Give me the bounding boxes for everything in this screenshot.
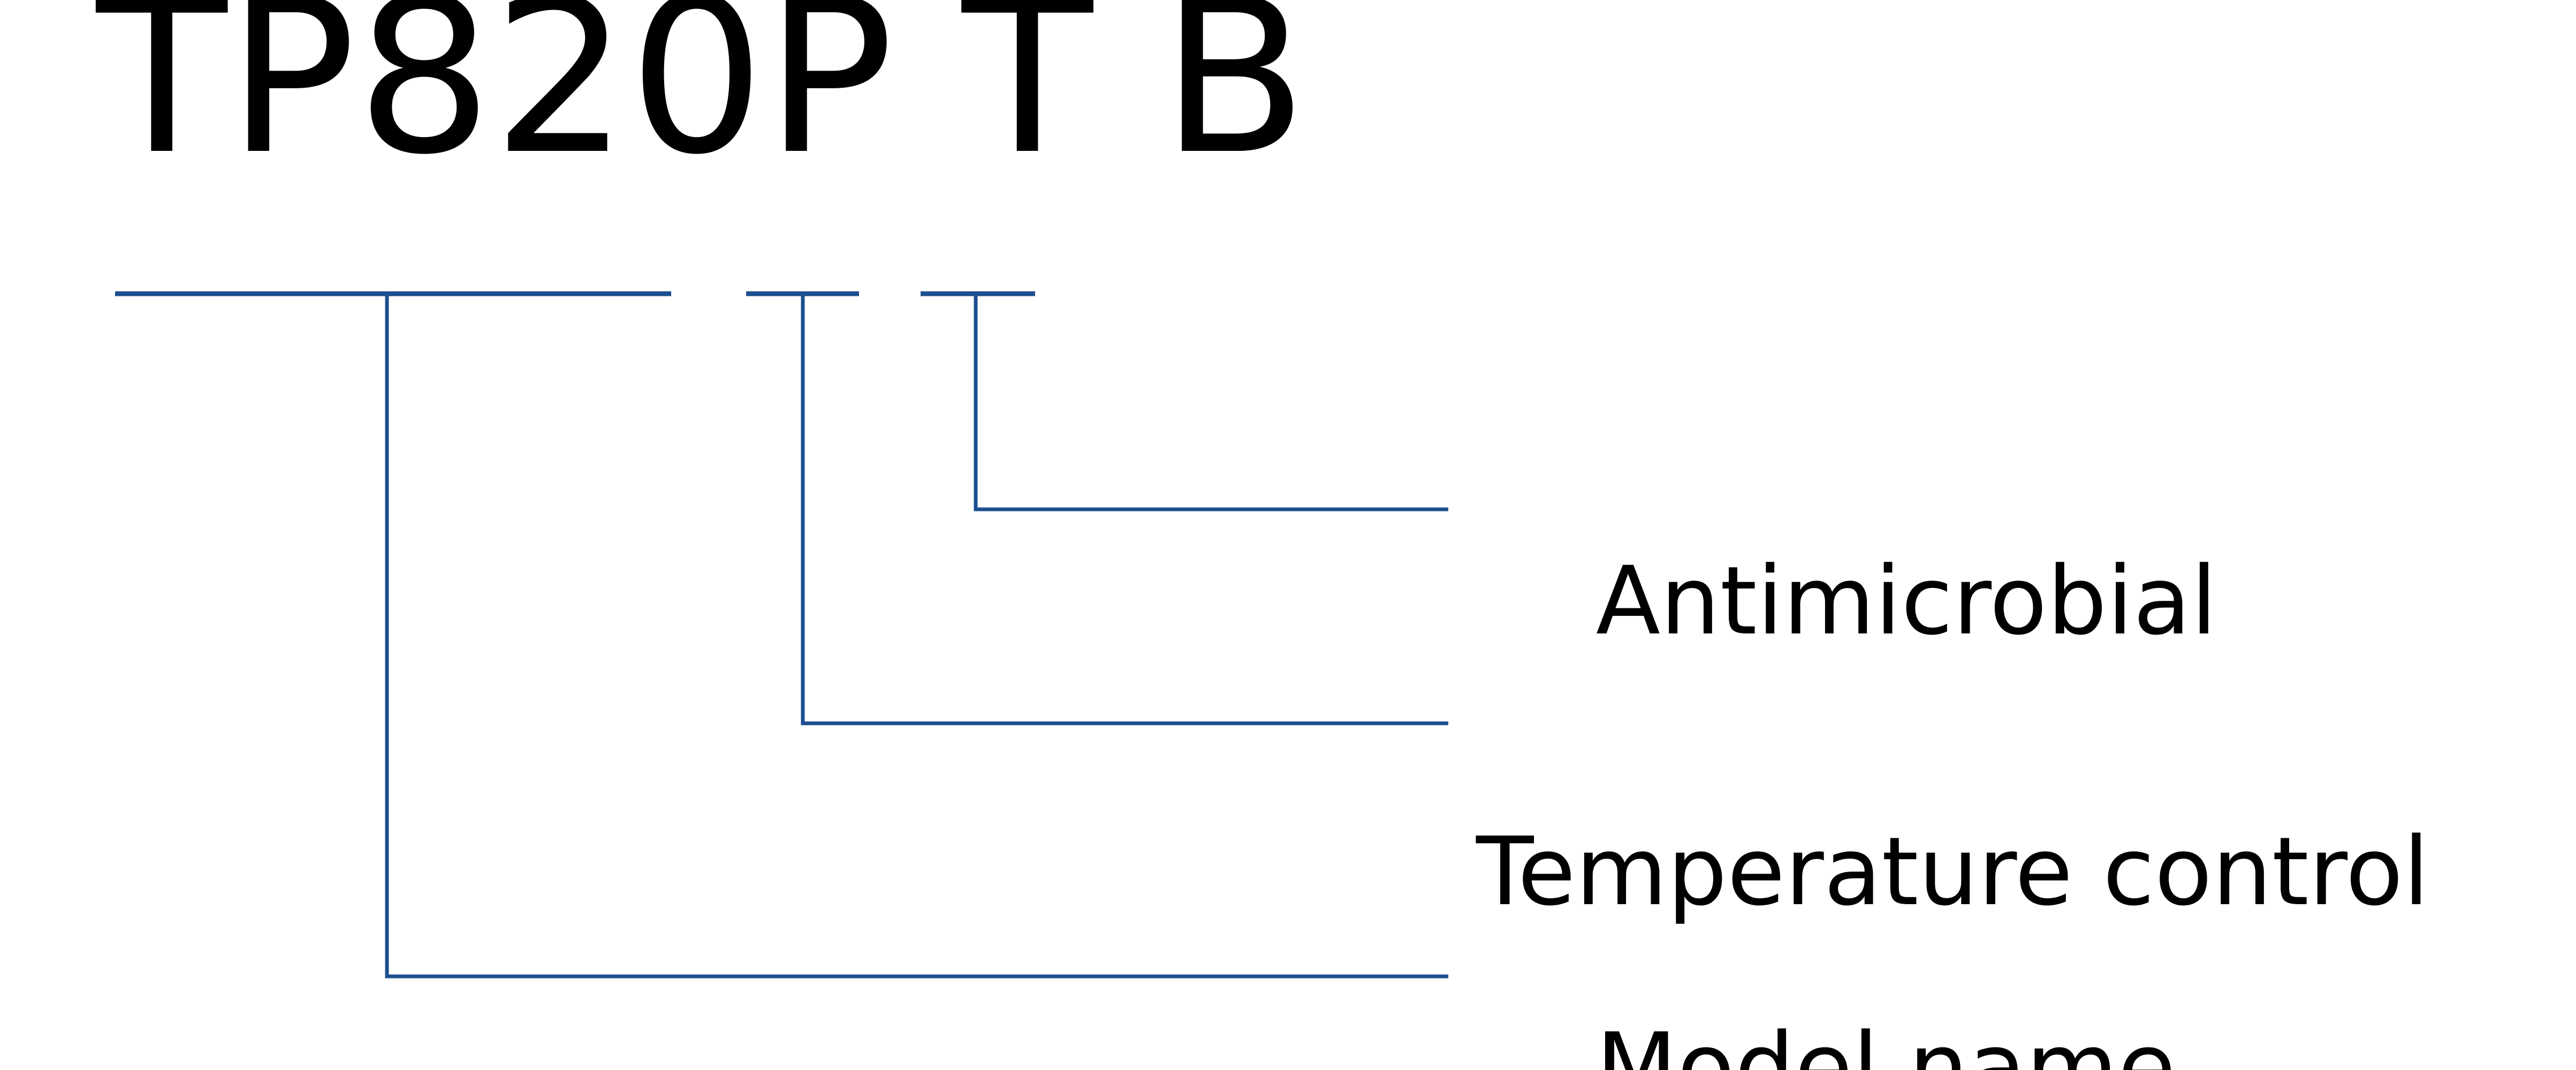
model-code-text: TP820P T B (96, 0, 1308, 202)
label-antimicrobial: Antimicrobial (1476, 438, 2217, 765)
label-model-name: Model name (1476, 904, 2176, 1070)
leader-line-model-name (385, 294, 1448, 979)
leader-line-temperature (801, 294, 1448, 725)
label-antimicrobial-text: Antimicrobial (1595, 546, 2217, 656)
label-model-name-text: Model name (1595, 1013, 2176, 1070)
label-temperature-control: Temperature control (Optional) (1476, 599, 2429, 1070)
label-temperature-line1: Temperature control (1476, 817, 2429, 927)
leader-line-antimicrobial (974, 294, 1448, 511)
